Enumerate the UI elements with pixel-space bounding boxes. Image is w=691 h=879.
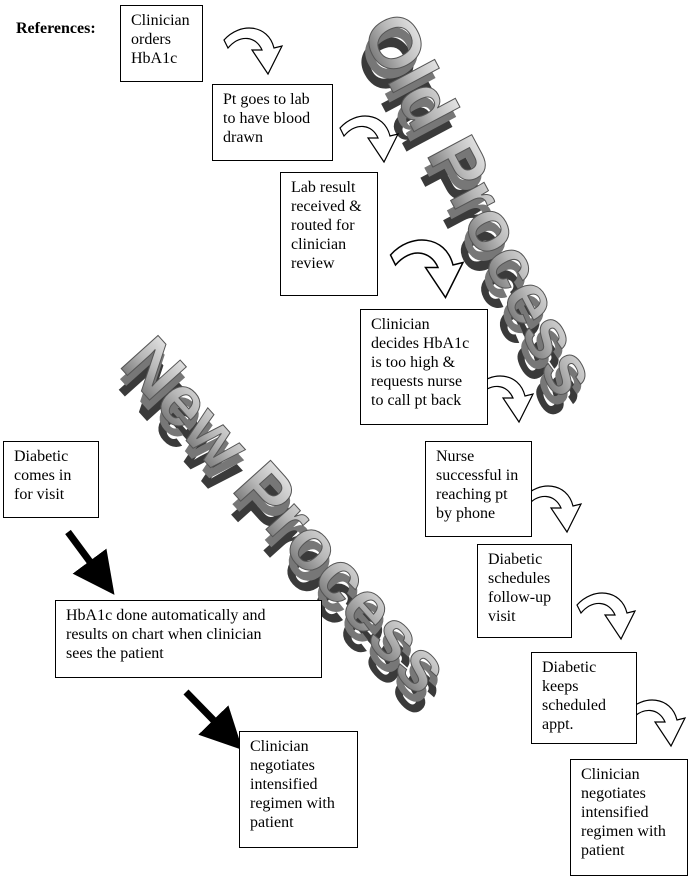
curved-arrow-icon-5 (522, 485, 583, 534)
new-step-2: HbA1c done automatically and results on … (55, 600, 322, 678)
curved-arrow-icon-2 (339, 115, 400, 164)
old-step-8: Clinician negotiates intensified regimen… (570, 759, 688, 876)
curved-arrow-icon-1 (223, 27, 284, 76)
references-label: References: (16, 20, 96, 37)
old-step-5: Nurse successful in reaching pt by phone (425, 441, 532, 537)
old-step-1: Clinician orders HbA1c (120, 5, 203, 82)
old-step-7: Diabetic keeps scheduled appt. (531, 652, 637, 744)
curved-arrow-icon-7 (626, 699, 687, 748)
old-step-2: Pt goes to lab to have blood drawn (212, 84, 333, 161)
new-step-1: Diabetic comes in for visit (3, 441, 99, 518)
old-step-3: Lab result received & routed for clinici… (280, 172, 378, 296)
curved-arrow-icon-6 (576, 592, 637, 641)
old-step-6: Diabetic schedules follow-up visit (477, 544, 572, 638)
new-process-arrow-2 (183, 689, 243, 751)
new-step-3: Clinician negotiates intensified regimen… (239, 731, 358, 848)
curved-arrow-icon-4 (474, 375, 535, 424)
old-step-4: Clinician decides HbA1c is too high & re… (360, 309, 488, 425)
new-process-arrow-1 (65, 529, 115, 595)
old-process-connectors (223, 27, 687, 748)
curved-arrow-icon-3 (389, 239, 465, 299)
